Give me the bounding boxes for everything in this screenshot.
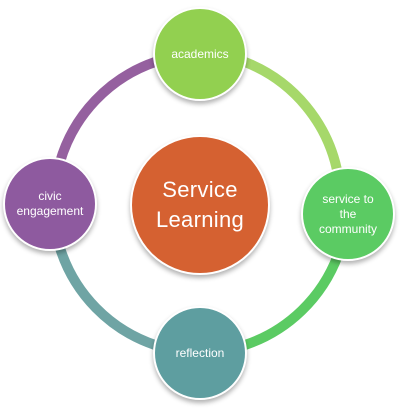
node-service-to-the-community: service to the community [301, 167, 395, 261]
node-service-label-line-3: community [318, 221, 377, 236]
node-civic-engagement: civic engagement [3, 157, 97, 251]
center-service-learning: Service Learning [130, 135, 270, 275]
node-service-label-line-2: the [339, 206, 357, 221]
node-service-label-line-1: service to [322, 191, 374, 206]
node-civic-label-line-2: engagement [16, 204, 84, 218]
ring-arc-top-left [55, 57, 160, 167]
node-academics: academics [153, 7, 247, 101]
node-civic-label: civic engagement [9, 189, 92, 219]
ring-arc-bottom-left [55, 243, 160, 350]
node-academics-label: academics [171, 46, 229, 61]
node-reflection-label: reflection [175, 345, 225, 360]
node-reflection: reflection [153, 306, 247, 400]
node-civic-label-line-1: civic [38, 189, 62, 203]
center-label-line-1: Service [162, 177, 238, 202]
center-label: Service Learning [148, 175, 252, 235]
ring-arc-top-right [240, 57, 343, 180]
center-label-line-2: Learning [155, 207, 245, 232]
node-service-label: service to the community [311, 192, 385, 237]
ring-arc-bottom-right [240, 250, 343, 350]
